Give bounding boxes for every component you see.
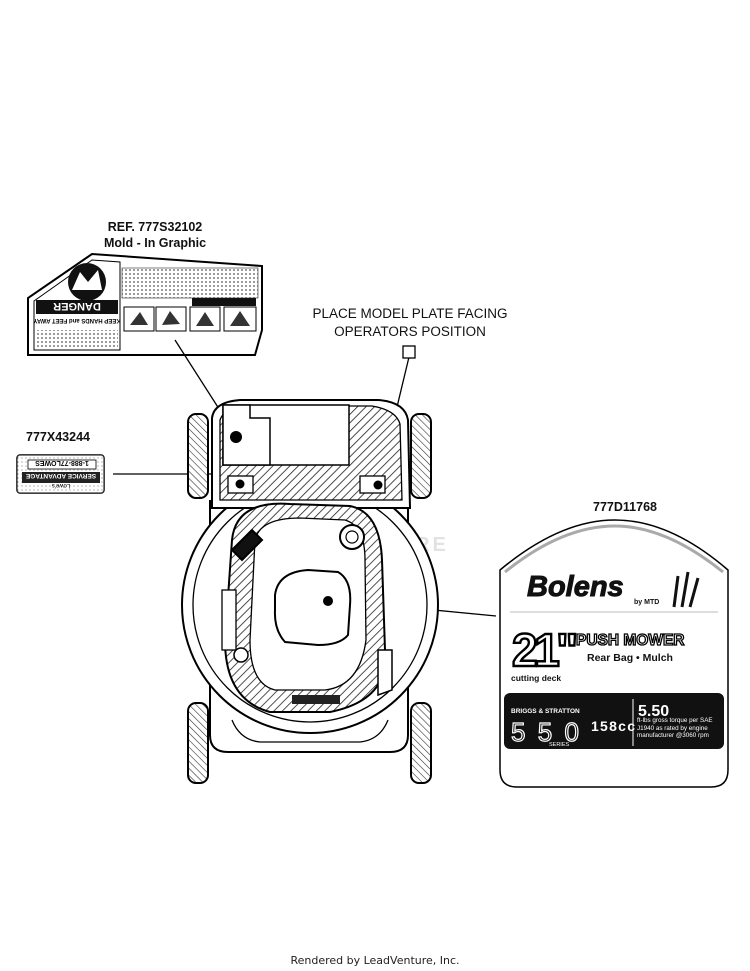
- bolens-decal-part-number: 777D11768: [593, 500, 657, 514]
- bolens-cutting-deck: cutting deck: [511, 673, 561, 683]
- footer-credit: Rendered by LeadVenture, Inc.: [290, 954, 460, 967]
- wheel-front-left: [187, 702, 209, 784]
- model-plate-instruction-line2: OPERATORS POSITION: [334, 324, 486, 339]
- service-decal-phone: 1-888-77LOWES: [35, 459, 89, 466]
- mower-top-view: [181, 399, 439, 784]
- bolens-features: Rear Bag • Mulch: [587, 652, 673, 664]
- danger-decal-subheading: KEEP HANDS and FEET AWAY: [33, 317, 120, 323]
- engine-torque-value: 5.50: [638, 703, 669, 720]
- engine-brand: BRIGGS & STRATTON: [511, 708, 580, 715]
- service-advantage-decal: 1-888-77LOWES SERVICE ADVANTAGE Lowe's: [16, 454, 105, 494]
- engine-torque-description: ft-lbs gross torque per SAE J1940 as rat…: [637, 717, 713, 740]
- warning-pictograms: [123, 306, 257, 332]
- mold-in-graphic-label: Mold - In Graphic: [103, 236, 207, 250]
- bolens-brand-logo: Bolens: [527, 571, 624, 603]
- bolens-by-mtd: by MTD: [634, 599, 659, 606]
- wheel-front-right: [410, 702, 432, 784]
- mower-decal-diagram: DANGER KEEP HANDS and FEET AWAY 1-888-77…: [16, 252, 729, 788]
- ref-danger-label: REF. 777S32102: [107, 220, 203, 234]
- fuel-cap-plate: [273, 568, 352, 647]
- danger-decal-heading: DANGER: [53, 300, 101, 312]
- wheel-rear-right: [410, 413, 432, 499]
- engine-series-number: 550: [511, 717, 579, 747]
- service-label-part-number: 777X43244: [26, 430, 90, 444]
- danger-decal: DANGER KEEP HANDS and FEET AWAY: [27, 252, 263, 356]
- engine-displacement: 158cc: [591, 718, 635, 734]
- bolens-deck-size: 21": [512, 624, 578, 676]
- model-plate-marker: [402, 345, 416, 359]
- service-decal-brand: Lowe's: [52, 482, 71, 488]
- grass-logo-icon: [672, 571, 700, 608]
- service-decal-line1: SERVICE ADVANTAGE: [25, 472, 96, 479]
- bolens-product-name: PUSH MOWER: [576, 632, 685, 649]
- engine-series-word: SERIES: [549, 742, 570, 748]
- wheel-rear-left: [187, 413, 209, 499]
- bolens-decal: Bolens by MTD 21" PUSH MOWER Rear Bag • …: [499, 519, 729, 788]
- engine-info-panel: [504, 693, 724, 749]
- model-plate-instruction-line1: PLACE MODEL PLATE FACING: [312, 306, 508, 321]
